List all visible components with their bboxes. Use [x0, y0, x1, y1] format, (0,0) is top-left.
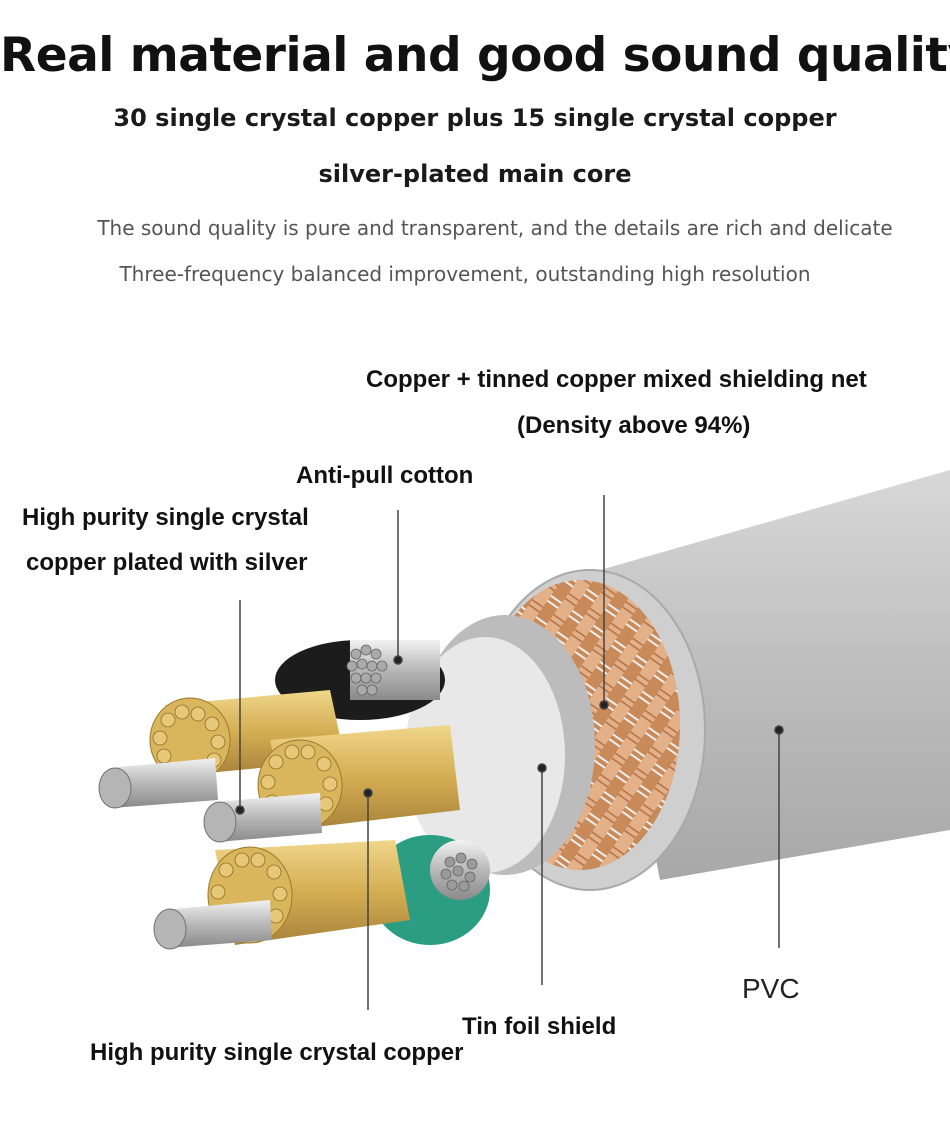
- description-line-1: The sound quality is pure and transparen…: [97, 216, 893, 240]
- silver-strand-bundle-top: [346, 640, 440, 700]
- subtitle-line-2: silver-plated main core: [318, 160, 632, 188]
- silver-center-strand-2: [203, 793, 322, 843]
- gold-conductor-bundle-2: [257, 725, 460, 831]
- shielding-net-label-line-2: (Density above 94%): [517, 412, 751, 439]
- tin-foil-shield-label: Tin foil shield: [462, 1013, 617, 1040]
- silver-center-strand-1: [98, 758, 218, 809]
- crystal-copper-label: High purity single crystal copper: [90, 1039, 464, 1066]
- callout-leader-lines: [235, 495, 784, 1010]
- silver-center-strand-3: [153, 900, 272, 950]
- silver-plated-label-line-2: copper plated with silver: [26, 549, 308, 576]
- subtitle-line-1: 30 single crystal copper plus 15 single …: [113, 104, 837, 132]
- shielding-net-dot: [599, 700, 609, 710]
- silver-plated-label-line-1: High purity single crystal: [22, 504, 309, 531]
- description-line-2: Three-frequency balanced improvement, ou…: [119, 262, 811, 286]
- anti-pull-dot: [393, 655, 403, 665]
- tin-foil-dot: [537, 763, 547, 773]
- silver-plated-dot: [235, 805, 245, 815]
- anti-pull-cotton-label: Anti-pull cotton: [296, 462, 474, 489]
- pvc-dot: [774, 725, 784, 735]
- pvc-label: PVC: [742, 973, 800, 1004]
- shielding-net-label-line-1: Copper + tinned copper mixed shielding n…: [366, 366, 867, 393]
- page-title: Real material and good sound quality: [0, 28, 950, 83]
- crystal-copper-dot: [363, 788, 373, 798]
